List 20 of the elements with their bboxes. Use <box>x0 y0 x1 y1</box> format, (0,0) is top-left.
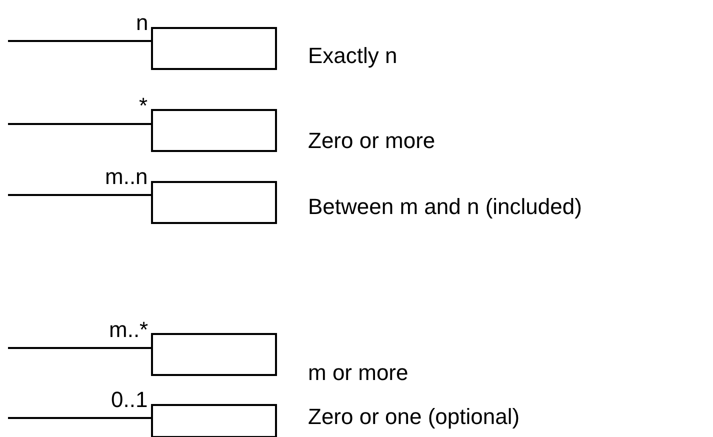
multiplicity-label: m..* <box>109 318 148 342</box>
multiplicity-label: 0..1 <box>111 388 148 412</box>
class-box <box>151 333 277 376</box>
class-box <box>151 109 277 152</box>
connector-line <box>8 123 152 125</box>
connector-line <box>8 417 152 419</box>
multiplicity-label: n <box>136 11 148 35</box>
class-box <box>151 27 277 70</box>
class-box <box>151 404 277 437</box>
connector-line <box>8 40 152 42</box>
description-text: m or more <box>308 361 408 385</box>
connector-line <box>8 347 152 349</box>
description-text: Between m and n (included) <box>308 195 582 219</box>
multiplicity-label: * <box>139 94 148 118</box>
connector-line <box>8 194 152 196</box>
multiplicity-label: m..n <box>105 165 148 189</box>
description-text: Zero or more <box>308 129 436 153</box>
class-box <box>151 181 277 224</box>
description-text: Zero or one (optional) <box>308 405 520 429</box>
description-text: Exactly n <box>308 44 398 68</box>
